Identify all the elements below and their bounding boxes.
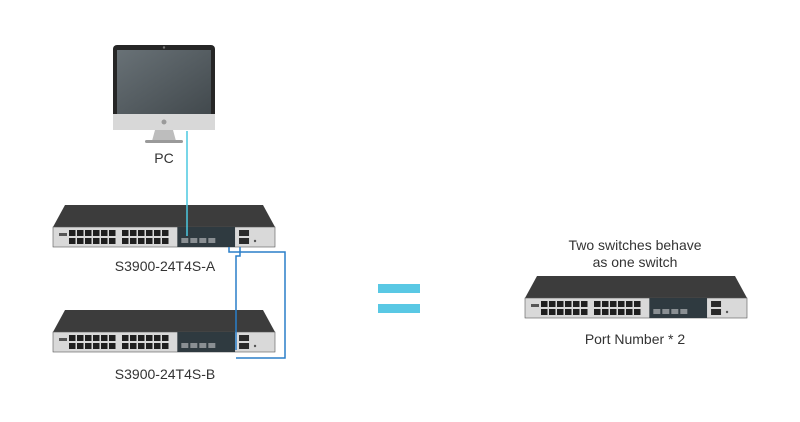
equals-icon (378, 284, 420, 313)
pc-label: PC (154, 150, 174, 166)
port-number-label: Port Number * 2 (584, 331, 686, 347)
stack-cable-b-to-a (235, 247, 241, 350)
stack-cable-a-to-b (228, 247, 286, 359)
switch-a-label: S3900-24T4S-A (114, 258, 216, 274)
result-caption-line1: Two switches behave (568, 237, 702, 253)
switch-a (52, 205, 276, 248)
switch-b-label: S3900-24T4S-B (114, 366, 216, 382)
result-caption-line2: as one switch (592, 254, 678, 270)
monitor-icon (113, 45, 215, 143)
result-caption: Two switches behave as one switch (545, 237, 725, 271)
switch-result (524, 276, 748, 319)
switch-b (52, 310, 276, 353)
